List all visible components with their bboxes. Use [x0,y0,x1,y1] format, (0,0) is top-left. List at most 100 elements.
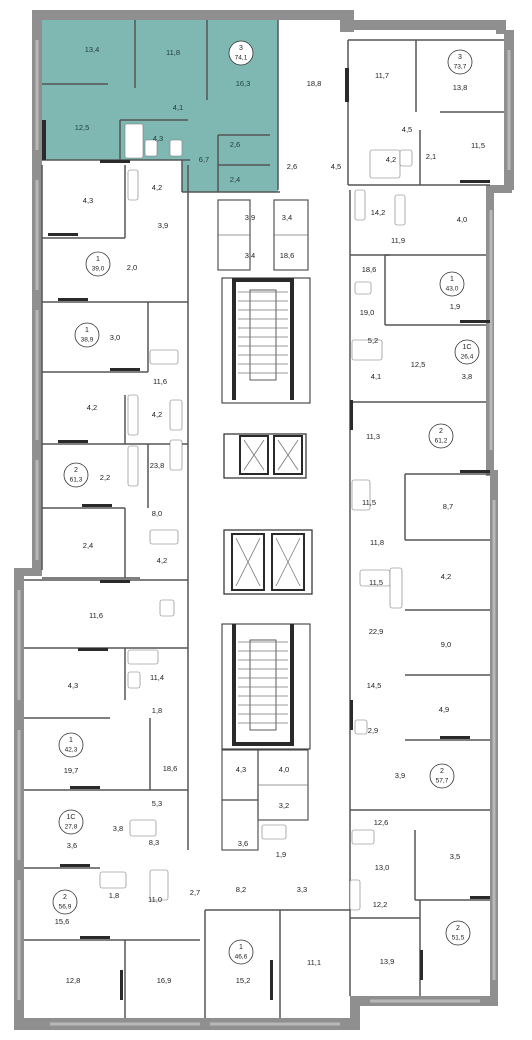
room-area: 3,9 [395,771,405,780]
bath-fixture [144,139,158,157]
room-area: 4,3 [153,134,163,143]
room-area: 11,7 [375,71,389,80]
room-area: 2,2 [100,473,110,482]
badge-apt-1-42-3: 142,3 [58,732,84,758]
room-area: 11,5 [362,498,376,507]
room-area: 5,3 [152,799,162,808]
room-area: 4,2 [152,410,162,419]
bath-fixture [351,479,371,511]
room-area: 18,6 [280,251,295,260]
room-labels: 13,4 11,8 16,3 12,5 4,1 4,3 6,7 2,6 2,4 … [55,45,485,985]
svg-text:3: 3 [458,54,462,61]
room-area: 3,2 [279,801,289,810]
room-area: 3,6 [67,841,77,850]
badge-apt-2-51-5: 251,5 [445,920,471,946]
bathroom-fixtures [99,123,413,911]
bath-fixture [149,869,169,901]
room-area: 3,8 [462,372,472,381]
svg-text:38,9: 38,9 [81,337,94,344]
bath-fixture [169,439,183,471]
room-area: 4,1 [173,103,183,112]
svg-text:61,2: 61,2 [435,438,448,445]
room-area: 23,8 [150,461,165,470]
svg-text:1С: 1С [463,344,472,351]
bath-fixture [127,649,159,665]
badge-apt-2-57-7: 257,7 [429,763,455,789]
room-area: 14,2 [371,208,386,217]
stairwell-lower [221,623,311,750]
room-area: 18,8 [307,79,322,88]
svg-text:1: 1 [239,944,243,951]
room-area: 2,1 [426,152,436,161]
room-area: 4,2 [152,183,162,192]
partitions [24,20,504,1018]
room-area: 16,9 [157,976,172,985]
elevators-upper [223,433,307,479]
room-area: 11,0 [148,895,162,904]
bath-fixture [99,871,127,889]
room-area: 11,4 [150,673,164,682]
svg-text:61,3: 61,3 [70,477,83,484]
svg-text:51,5: 51,5 [452,935,465,942]
room-area: 19,0 [360,308,375,317]
svg-text:39,0: 39,0 [92,266,105,273]
room-area: 16,3 [236,79,251,88]
room-area: 11,1 [307,958,321,967]
svg-text:1: 1 [450,276,454,283]
room-area: 2,0 [127,263,137,272]
bath-fixture [127,169,139,201]
room-area: 2,6 [287,162,297,171]
room-area: 11,5 [471,141,485,150]
room-area: 14,5 [367,681,382,690]
wall-accents [42,68,490,1000]
svg-text:2: 2 [456,925,460,932]
bath-fixture [354,719,368,735]
room-area: 1,9 [276,850,286,859]
room-area: 1,9 [450,302,460,311]
bath-fixture [389,567,403,609]
room-area: 15,6 [55,917,70,926]
bath-fixture [354,189,366,221]
badge-apt-1-38-9: 138,9 [74,322,100,348]
apartment-highlight[interactable] [42,20,278,192]
room-area: 4,5 [331,162,341,171]
elevators-lower [223,529,313,595]
room-area: 12,2 [373,900,388,909]
svg-text:1: 1 [85,327,89,334]
bath-fixture [169,139,183,157]
room-area: 8,7 [443,502,453,511]
room-area: 8,2 [236,885,246,894]
room-area: 4,2 [87,403,97,412]
room-area: 11,5 [369,578,383,587]
bath-fixture [127,394,139,436]
room-area: 4,5 [402,125,412,134]
stairwell-upper [221,277,311,404]
room-area: 12,8 [66,976,81,985]
room-area: 1,8 [152,706,162,715]
outer-walls [14,10,514,1030]
room-area: 4,2 [441,572,451,581]
svg-text:2: 2 [439,428,443,435]
room-area: 4,3 [83,196,93,205]
bath-fixture [127,445,139,487]
room-area: 4,0 [279,765,289,774]
room-area: 13,0 [375,863,390,872]
bath-fixture [351,829,375,845]
central-core [217,199,313,851]
svg-text:2: 2 [440,768,444,775]
badge-apt-1-43-0: 143,0 [439,271,465,297]
svg-text:27,8: 27,8 [65,824,78,831]
room-area: 2,9 [368,726,378,735]
badge-apt-2-61-3: 261,3 [63,462,89,488]
svg-text:46,6: 46,6 [235,954,248,961]
room-area: 3,9 [158,221,168,230]
room-area: 13,4 [85,45,100,54]
room-area: 3,9 [245,213,255,222]
room-area: 12,5 [75,123,90,132]
room-area: 12,5 [411,360,426,369]
bath-fixture [129,819,157,837]
